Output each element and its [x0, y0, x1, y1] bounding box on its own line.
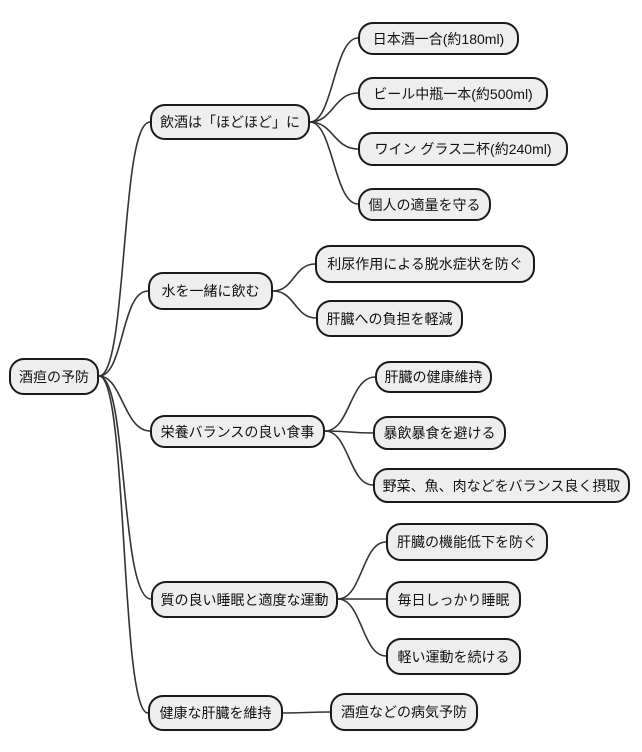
leaf-node-beer-amount: ビール中瓶一本(約500ml): [358, 77, 548, 110]
edge-root-branch4: [98, 375, 152, 600]
branch-node-drink-water: 水を一緒に飲む: [148, 272, 273, 310]
leaf-node-liver-health: 肝臓の健康維持: [375, 361, 492, 393]
edge-branch5-leaf1: [282, 711, 331, 714]
leaf-node-balanced-intake: 野菜、魚、肉などをバランス良く摂取: [373, 468, 630, 503]
leaf-node-wine-amount: ワイン グラス二杯(約240ml): [358, 132, 568, 166]
branch-node-sleep-exercise: 質の良い睡眠と適度な運動: [151, 581, 338, 618]
edge-branch4-leaf3: [337, 598, 387, 657]
root-node-jaundice-prevention: 酒疸の予防: [9, 358, 99, 395]
leaf-node-prevent-dehydration: 利尿作用による脱水症状を防ぐ: [315, 245, 535, 283]
edge-branch4-leaf1: [337, 541, 387, 600]
branch-node-balanced-diet: 栄養バランスの良い食事: [150, 415, 325, 448]
edge-root-branch5: [98, 375, 149, 714]
leaf-node-disease-prevention: 酒疸などの病気予防: [330, 693, 478, 731]
edge-branch3-leaf2: [324, 430, 374, 434]
edge-branch2-leaf2: [272, 290, 317, 319]
leaf-node-reduce-liver-burden: 肝臓への負担を軽減: [316, 300, 463, 337]
edge-branch1-leaf4: [309, 121, 359, 205]
edge-branch3-leaf3: [324, 430, 374, 486]
edge-root-branch3: [98, 375, 151, 432]
leaf-node-daily-sleep: 毎日しっかり睡眠: [386, 581, 521, 618]
leaf-node-avoid-overindulgence: 暴飲暴食を避ける: [373, 416, 506, 450]
leaf-node-personal-limit: 個人の適量を守る: [358, 188, 491, 221]
leaf-node-light-exercise: 軽い運動を続ける: [386, 638, 521, 675]
edge-branch3-leaf1: [324, 376, 376, 432]
edge-branch1-leaf2: [309, 92, 359, 123]
edge-branch1-leaf1: [309, 37, 359, 123]
edge-root-branch2: [98, 290, 149, 377]
edge-branch2-leaf1: [272, 263, 316, 292]
branch-node-healthy-liver: 健康な肝臓を維持: [148, 695, 283, 731]
edge-branch1-leaf3: [309, 121, 359, 150]
leaf-node-prevent-liver-decline: 肝臓の機能低下を防ぐ: [386, 523, 548, 561]
branch-node-moderate-drinking: 飲酒は「ほどほど」に: [150, 104, 310, 140]
edge-root-branch1: [98, 121, 151, 377]
leaf-node-sake-amount: 日本酒一合(約180ml): [358, 22, 519, 55]
